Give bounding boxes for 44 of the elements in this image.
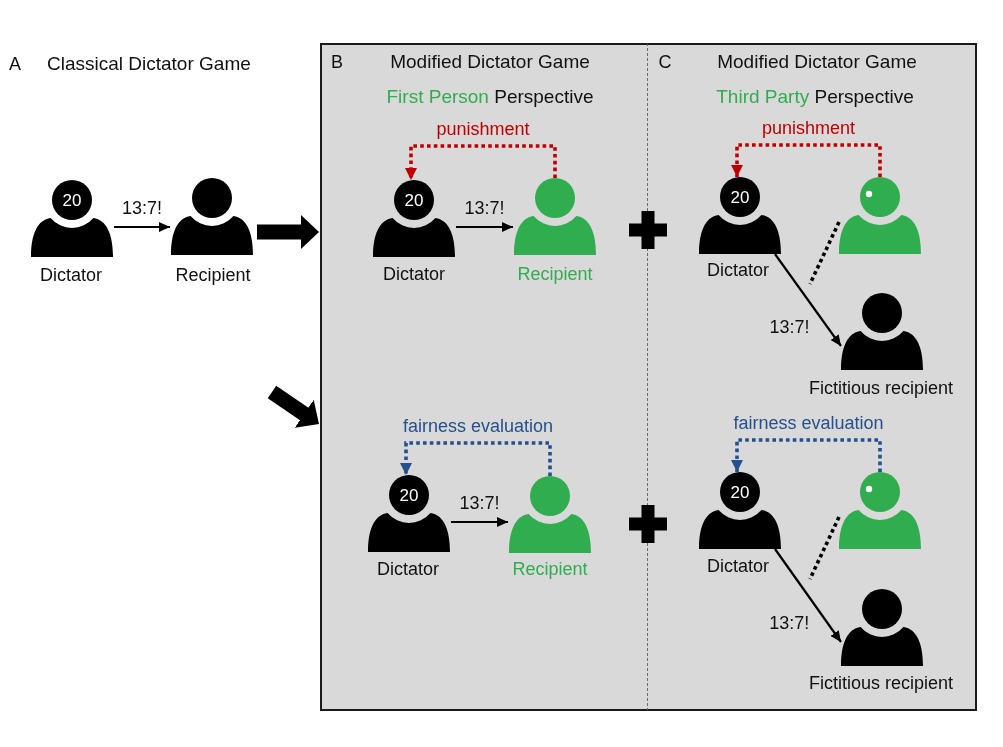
role-label: Dictator: [377, 558, 439, 580]
panel-title: Modified Dictator Game: [717, 51, 917, 73]
block-arrow: [257, 215, 319, 249]
person-figure: [839, 177, 921, 254]
role-label: Fictitious recipient: [808, 377, 954, 399]
panel-subtitle: Perspective: [494, 86, 594, 108]
arrow: [456, 222, 513, 232]
person-figure: [514, 178, 596, 255]
role-label: Dictator: [40, 264, 102, 286]
dotted-arrow: [731, 438, 882, 472]
game-panel: [648, 43, 977, 711]
role-label: Fictitious recipient: [808, 672, 954, 694]
panel-letter: C: [658, 51, 672, 73]
amount-label: 20: [730, 188, 750, 208]
amount-label: 20: [730, 483, 750, 503]
block-arrow: [267, 385, 319, 428]
role-label: Recipient: [512, 558, 588, 580]
amount-label: 20: [404, 191, 424, 211]
amount-label: 20: [399, 486, 419, 506]
panel-subtitle: Third Party: [716, 86, 810, 108]
dotted-arrow: [405, 144, 557, 180]
panel-subtitle: Perspective: [814, 86, 914, 108]
panel-letter: B: [331, 51, 343, 73]
panel-title: Modified Dictator Game: [390, 51, 590, 73]
panel-letter: A: [9, 53, 21, 75]
person-figure: [368, 475, 450, 552]
person-figure: [509, 476, 591, 553]
person-figure: [841, 293, 923, 370]
person-figure: [841, 589, 923, 666]
panel-title: Classical Dictator Game: [47, 53, 251, 75]
person-figure: [31, 180, 113, 257]
person-figure: [171, 178, 253, 255]
game-panel: [320, 43, 648, 711]
amount-label: 20: [62, 191, 82, 211]
panel-subtitle: First Person: [386, 86, 489, 108]
role-label: Dictator: [383, 263, 445, 285]
arrow: [451, 517, 508, 527]
dotted-arrow: [400, 441, 552, 476]
person-figure: [839, 472, 921, 549]
arrow: [114, 222, 170, 232]
dotted-arrow: [731, 143, 882, 177]
role-label: Recipient: [175, 264, 251, 286]
person-figure: [373, 180, 455, 257]
role-label: Recipient: [517, 263, 593, 285]
